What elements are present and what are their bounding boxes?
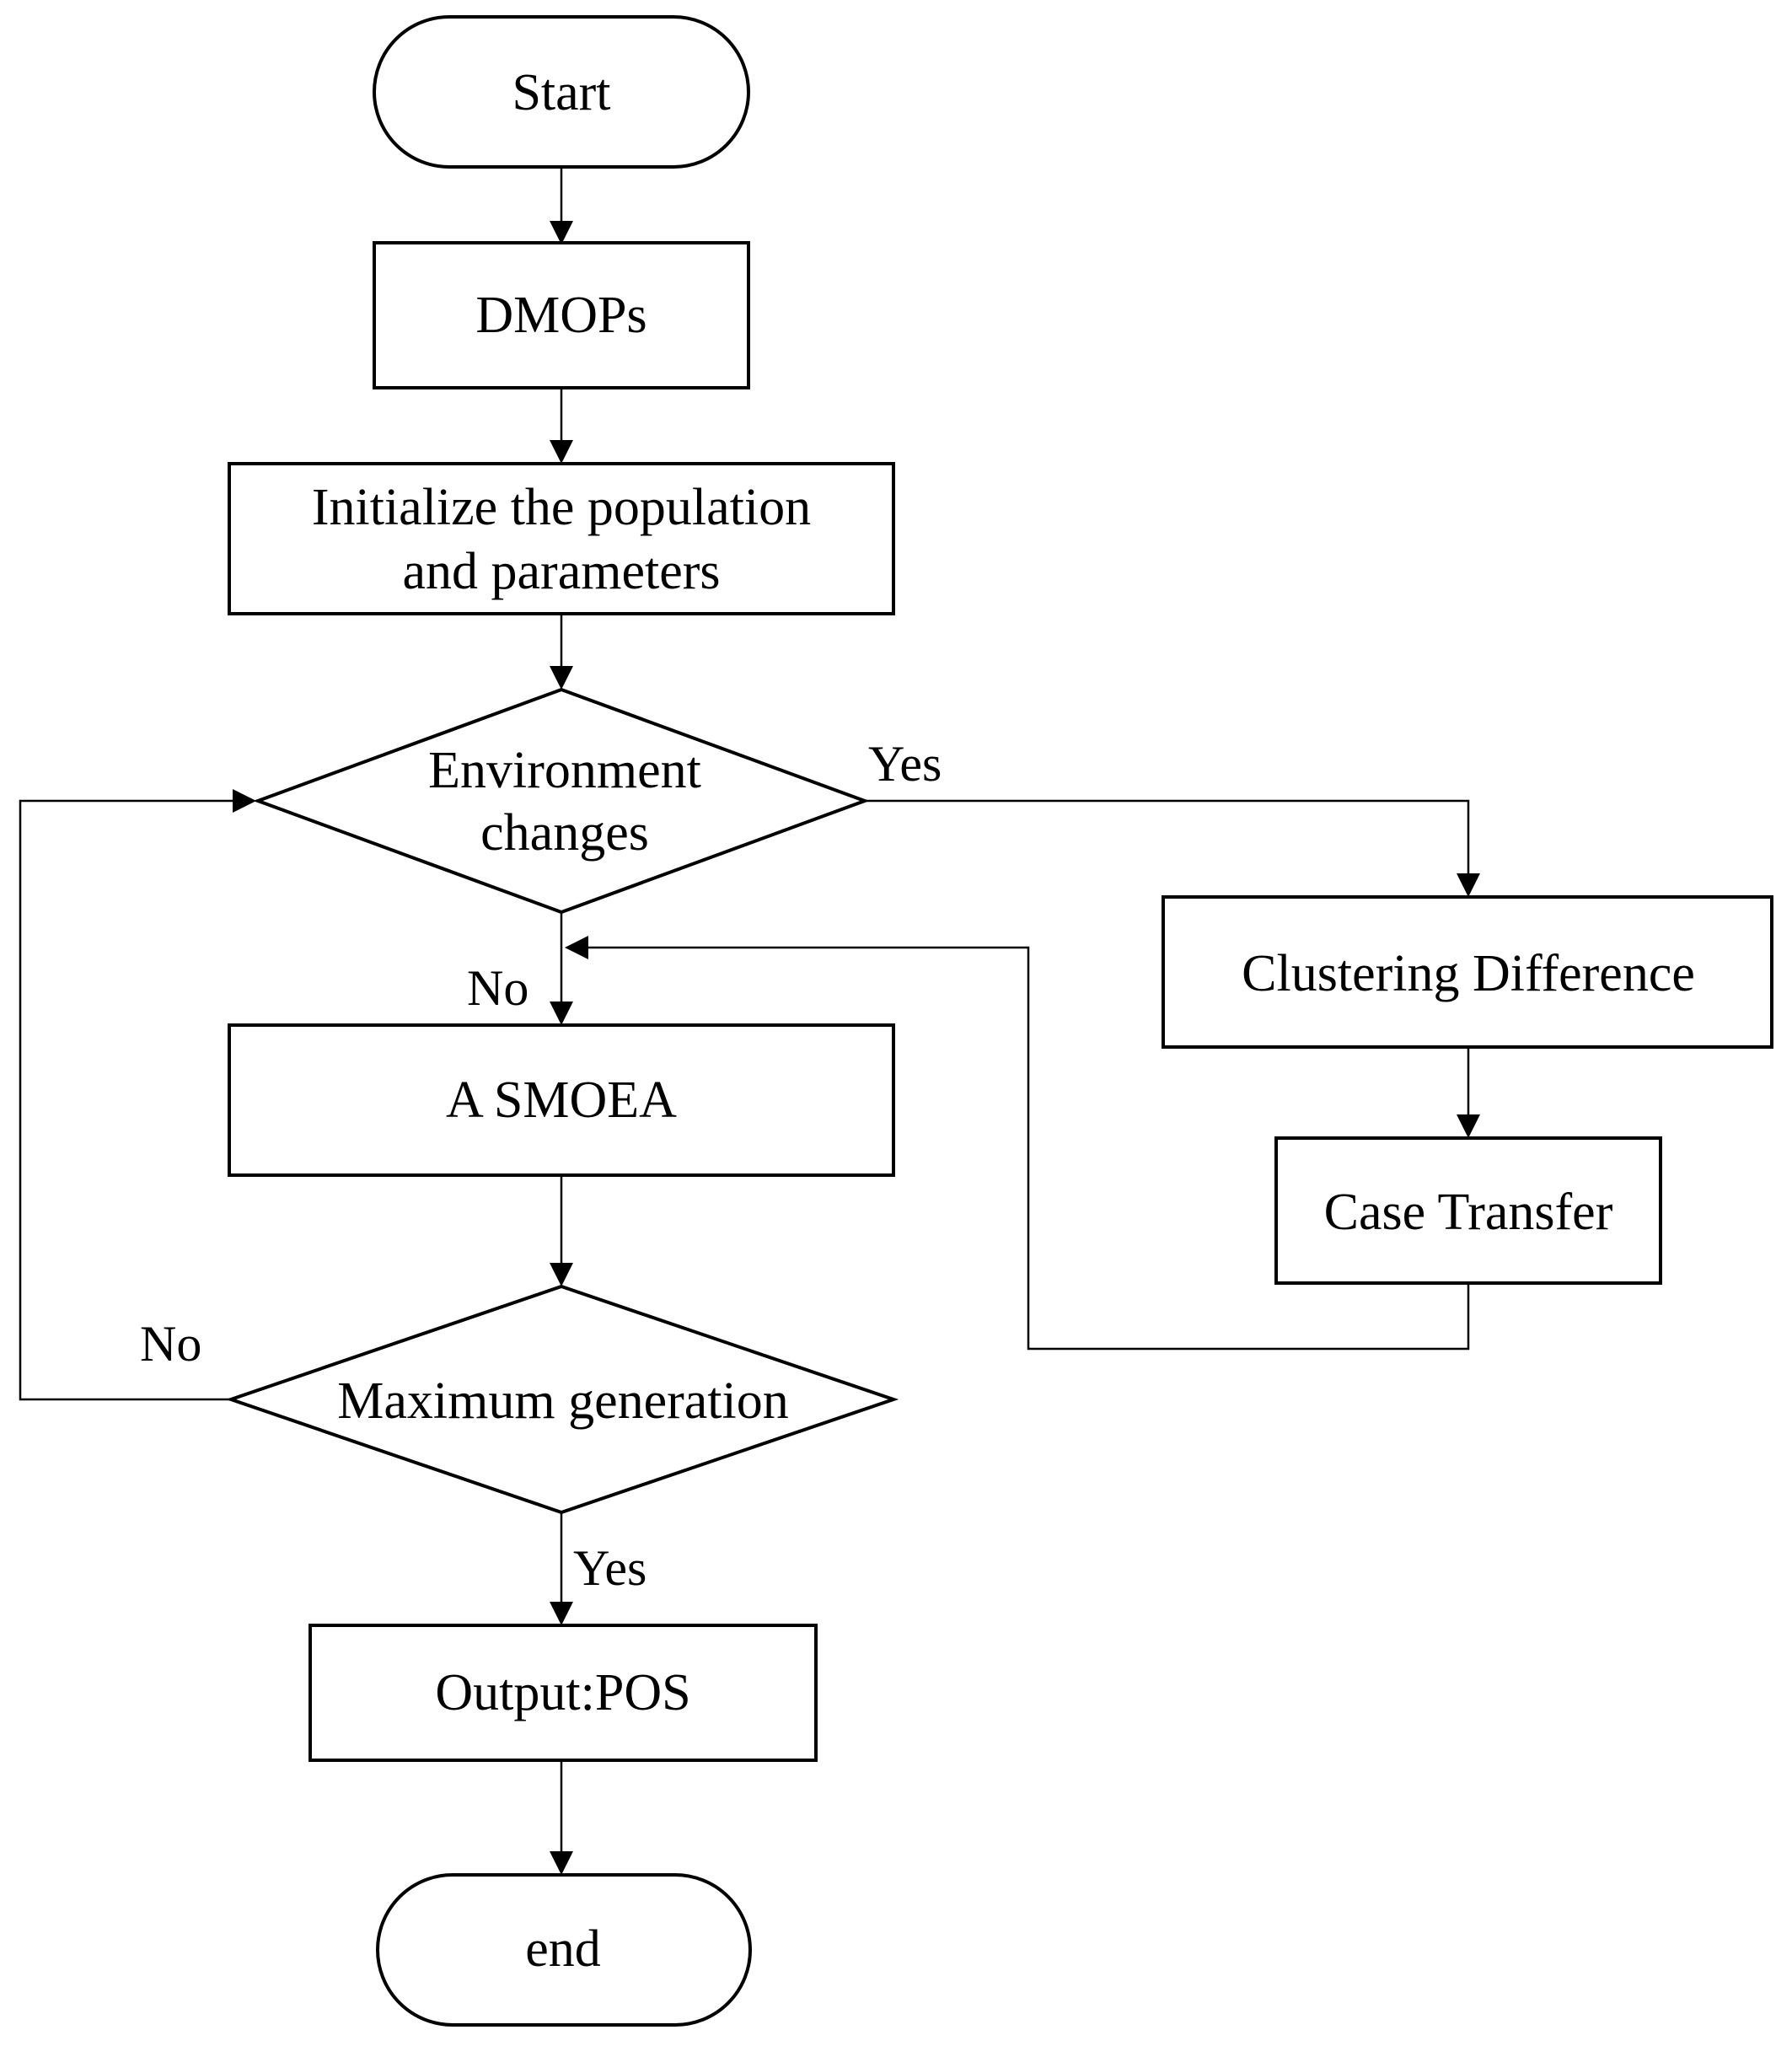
case-transfer-node: Case Transfer (1274, 1136, 1662, 1285)
arrowhead-env-to-smoea (550, 1002, 573, 1025)
arrowhead-clustering-to-case (1457, 1114, 1480, 1138)
dmops-node: DMOPs (373, 241, 750, 389)
arrowhead-maxgen-to-env (233, 789, 256, 813)
clustering-difference-node: Clustering Difference (1162, 895, 1773, 1049)
smoea-node: A SMOEA (228, 1023, 895, 1177)
env-no-label: No (467, 960, 528, 1016)
initialize-label-line2: and parameters (403, 543, 721, 600)
environment-label-line1: Environment (428, 742, 701, 799)
environment-changes-decision: Environment changes (253, 687, 870, 915)
smoea-label: A SMOEA (446, 1071, 677, 1129)
end-node: end (376, 1873, 752, 2027)
maximum-generation-label: Maximum generation (337, 1372, 788, 1430)
end-label: end (525, 1920, 601, 1978)
environment-label-line2: changes (480, 804, 649, 862)
output-label: Output:POS (435, 1664, 690, 1721)
case-transfer-label: Case Transfer (1324, 1184, 1613, 1241)
connector-maxgen-to-env (19, 799, 233, 1401)
arrowhead-maxgen-to-output (550, 1602, 573, 1625)
dmops-label: DMOPs (475, 287, 647, 344)
arrowhead-smoea-to-maxgen (550, 1263, 573, 1286)
clustering-label: Clustering Difference (1242, 945, 1695, 1002)
arrowhead-start-to-dmops (550, 221, 573, 244)
arrowhead-dmops-to-init (550, 440, 573, 464)
output-node: Output:POS (309, 1624, 818, 1762)
start-node: Start (373, 15, 750, 169)
arrowhead-case-to-smoea (565, 936, 588, 959)
arrowhead-output-to-end (550, 1851, 573, 1875)
arrowhead-init-to-env (550, 666, 573, 690)
initialize-node: Initialize the population and parameters (228, 462, 895, 615)
start-label: Start (512, 64, 610, 121)
arrowhead-env-to-clustering (1457, 873, 1480, 897)
connector-env-to-clustering (865, 799, 1470, 873)
maxgen-yes-label: Yes (573, 1540, 647, 1596)
env-yes-label: Yes (868, 736, 942, 792)
maximum-generation-decision: Maximum generation (225, 1284, 899, 1515)
maxgen-no-label: No (140, 1316, 201, 1372)
connector-case-to-smoea (588, 946, 1470, 1351)
initialize-label-line1: Initialize the population (312, 479, 811, 536)
